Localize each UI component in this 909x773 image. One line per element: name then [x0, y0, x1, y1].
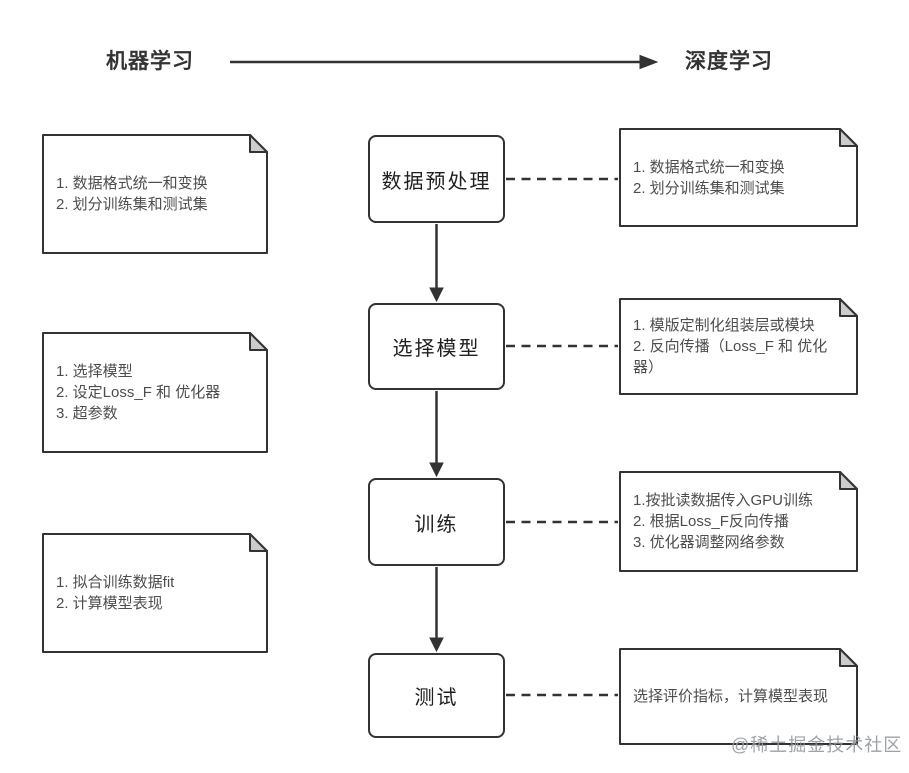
dl-note-model: 1. 模版定制化组装层或模块 2. 反向传播（Loss_F 和 优化 器）	[619, 298, 858, 395]
dl-note-preprocess: 1. 数据格式统一和变换 2. 划分训练集和测试集	[619, 128, 858, 227]
note-shape	[619, 471, 858, 572]
header-arrow	[230, 54, 659, 70]
flow-arrow-3	[429, 567, 444, 653]
watermark: @稀土掘金技术社区	[731, 735, 903, 755]
flow-box-train: 训练	[368, 478, 505, 566]
note-text: 1. 数据格式统一和变换 2. 划分训练集和测试集	[633, 158, 785, 197]
note-shape	[42, 332, 268, 453]
note-shape	[42, 533, 268, 653]
note-shape	[619, 128, 858, 227]
deep-learning-label: 深度学习	[685, 50, 773, 73]
ml-note-train: 1. 拟合训练数据fit 2. 计算模型表现	[42, 533, 268, 653]
note-text: 选择评价指标，计算模型表现	[633, 688, 829, 705]
flow-box-label: 测试	[414, 687, 459, 709]
note-text: 1. 数据格式统一和变换 2. 划分训练集和测试集	[56, 175, 208, 213]
flow-arrow-1	[429, 224, 444, 303]
note-shape	[619, 298, 858, 395]
flow-arrow-2	[429, 391, 444, 478]
dl-note-test: 选择评价指标，计算模型表现	[619, 648, 858, 745]
flow-box-label: 数据预处理	[381, 170, 492, 193]
note-shape	[42, 134, 268, 254]
note-shape	[619, 648, 858, 745]
note-text: 1. 选择模型 2. 设定Loss_F 和 优化器 3. 超参数	[56, 363, 221, 422]
flow-box-label: 训练	[414, 513, 459, 536]
note-text: 1. 模版定制化组装层或模块 2. 反向传播（Loss_F 和 优化 器）	[633, 317, 828, 376]
note-text: 1. 拟合训练数据fit 2. 计算模型表现	[56, 574, 175, 612]
flow-box-preprocess: 数据预处理	[368, 135, 505, 223]
note-text: 1.按批读数据传入GPU训练 2. 根据Loss_F反向传播 3. 优化器调整网…	[633, 492, 814, 551]
ml-note-model: 1. 选择模型 2. 设定Loss_F 和 优化器 3. 超参数	[42, 332, 268, 453]
flow-box-select-model: 选择模型	[368, 303, 505, 390]
ml-note-preprocess: 1. 数据格式统一和变换 2. 划分训练集和测试集	[42, 134, 268, 254]
dl-note-train: 1.按批读数据传入GPU训练 2. 根据Loss_F反向传播 3. 优化器调整网…	[619, 471, 858, 572]
flow-box-label: 选择模型	[392, 338, 481, 360]
machine-learning-label: 机器学习	[106, 50, 194, 73]
flow-box-test: 测试	[368, 653, 505, 738]
